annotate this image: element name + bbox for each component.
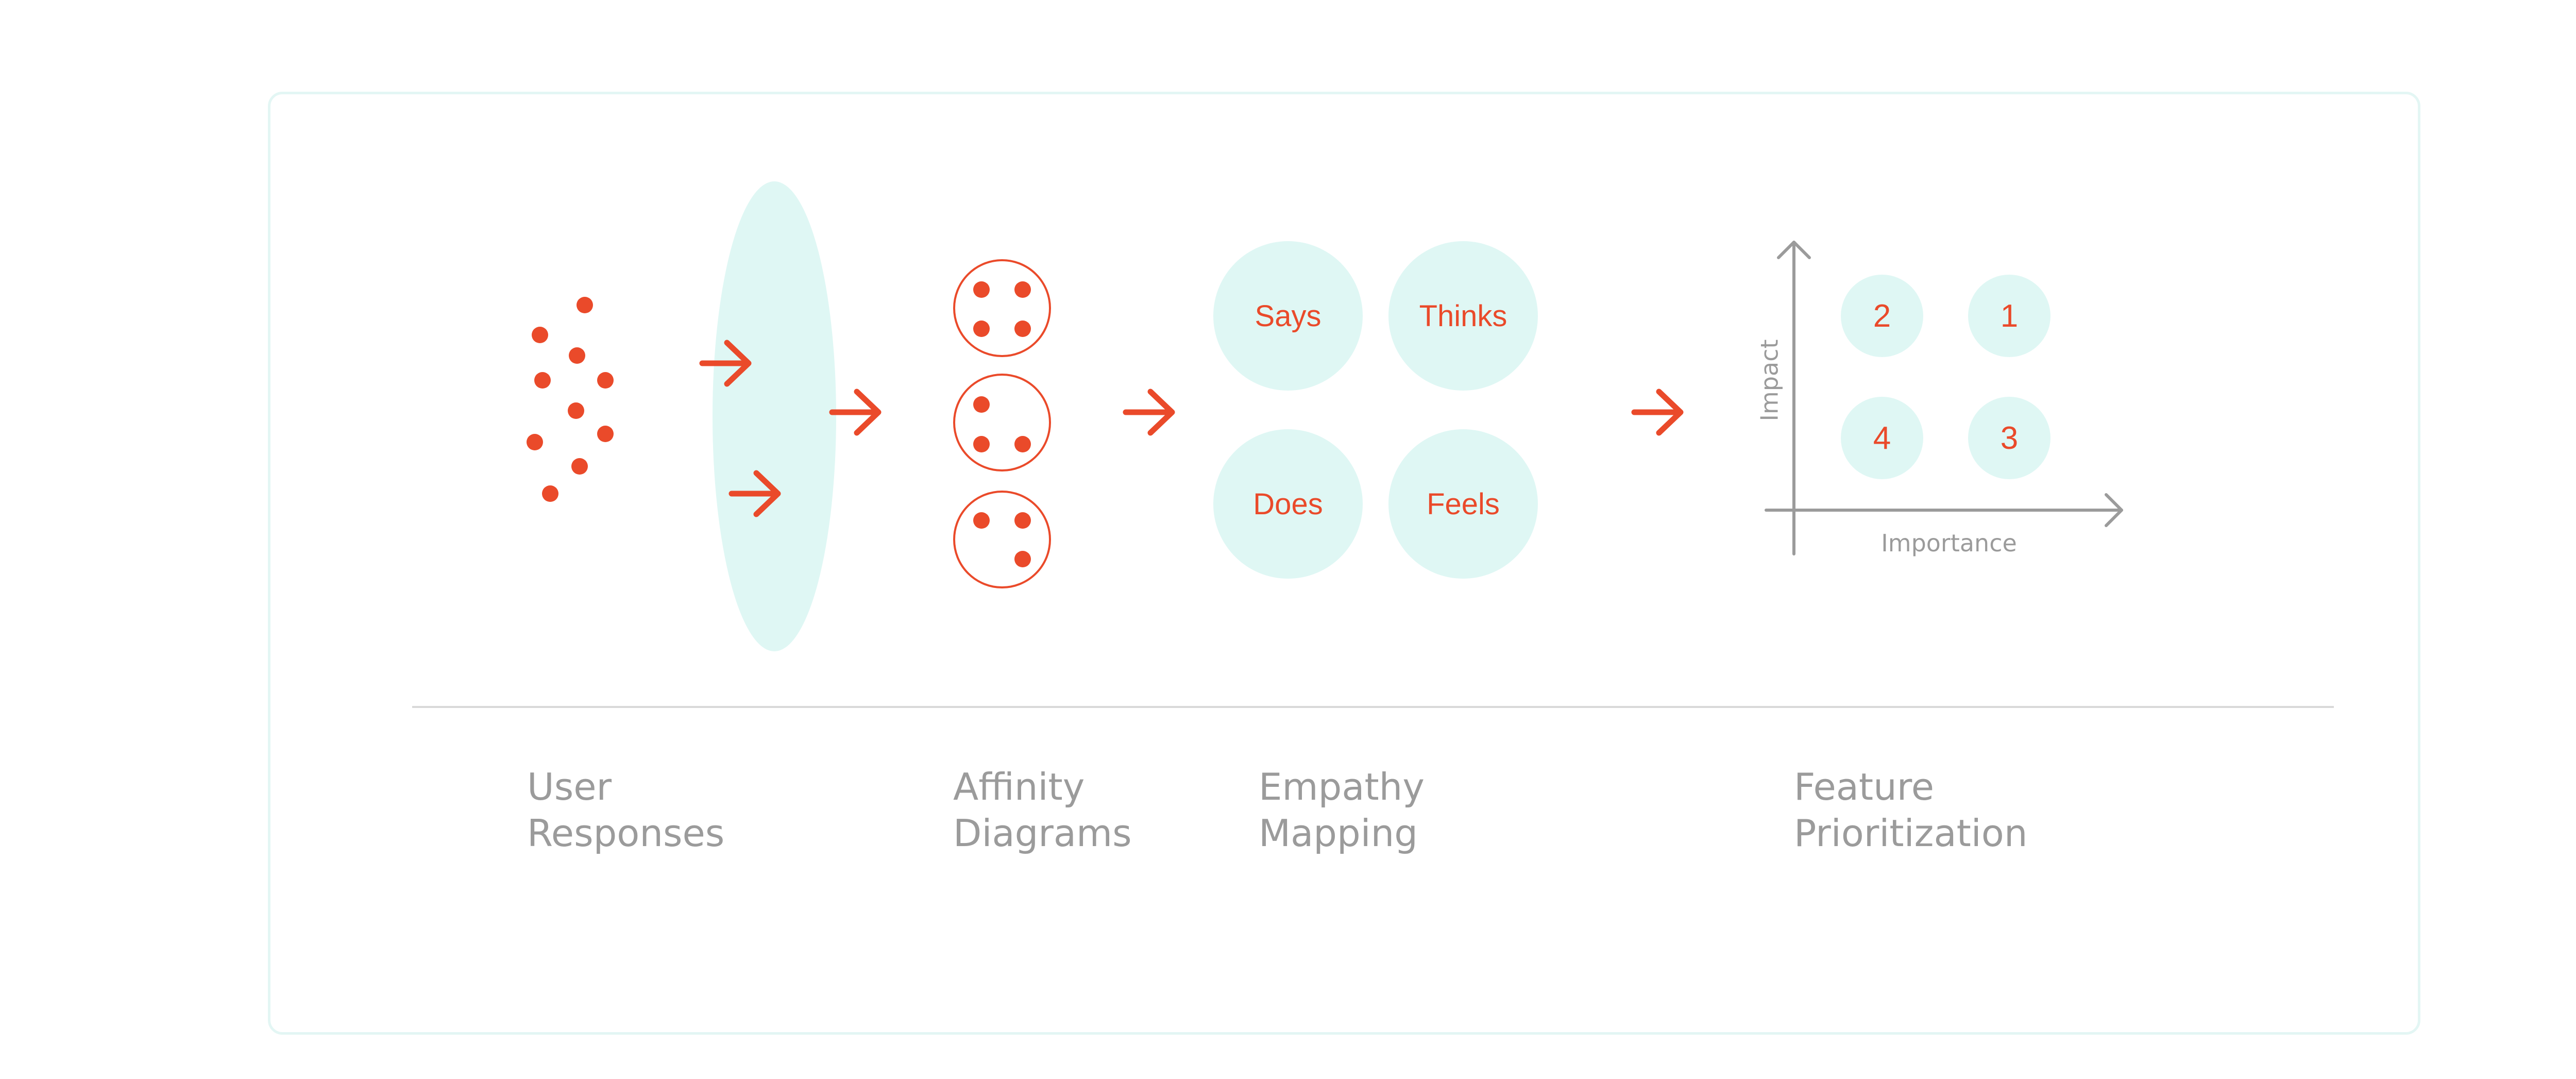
priority-cell-label: 1 bbox=[2001, 298, 2018, 334]
empathy-quadrant bbox=[1213, 241, 1363, 391]
y-axis-arrow-icon bbox=[1777, 241, 1811, 259]
caption-line: Affinity bbox=[953, 765, 1085, 808]
priority-cell-label: 4 bbox=[1873, 420, 1891, 456]
empathy-quadrant bbox=[1388, 429, 1538, 579]
affinity-cluster bbox=[953, 374, 1051, 471]
caption-line: Prioritization bbox=[1794, 812, 2028, 855]
caption-line: Feature bbox=[1794, 765, 1935, 808]
empathy-quadrant bbox=[1388, 241, 1538, 391]
priority-cell bbox=[1968, 397, 2050, 479]
caption-line: Diagrams bbox=[953, 812, 1132, 855]
empathy-label-thinks: Thinks bbox=[1419, 299, 1507, 333]
priority-cell bbox=[1841, 275, 1923, 357]
empathy-map: Says Thinks Does Feels bbox=[1213, 241, 1538, 579]
caption-line: User bbox=[527, 765, 612, 808]
filter-lens bbox=[713, 181, 836, 651]
y-axis-label: Impact bbox=[1756, 339, 1784, 421]
priority-cell bbox=[1841, 397, 1923, 479]
priority-cell-label: 2 bbox=[1873, 298, 1891, 334]
stage-caption-feature-prioritization: Feature Prioritization bbox=[1794, 764, 2027, 856]
arrow-right-icon bbox=[832, 392, 878, 433]
caption-line: Responses bbox=[527, 812, 725, 855]
empathy-label-does: Does bbox=[1253, 487, 1323, 521]
stage-caption-affinity-diagrams: Affinity Diagrams bbox=[953, 764, 1132, 856]
affinity-cluster bbox=[953, 491, 1051, 588]
prioritization-matrix: Impact Importance 2 1 4 3 bbox=[1756, 241, 2123, 557]
affinity-cluster bbox=[953, 259, 1051, 357]
caption-line: Mapping bbox=[1259, 812, 1418, 855]
empathy-label-says: Says bbox=[1255, 299, 1321, 333]
stage-caption-user-responses: User Responses bbox=[527, 764, 724, 856]
user-responses-dots bbox=[527, 297, 614, 502]
empathy-quadrant bbox=[1213, 429, 1363, 579]
diagram-card bbox=[268, 92, 2420, 1035]
arrow-right-icon bbox=[1634, 392, 1681, 433]
x-axis-arrow-icon bbox=[2105, 493, 2123, 527]
arrow-right-icon bbox=[1126, 392, 1172, 433]
empathy-label-feels: Feels bbox=[1427, 487, 1500, 521]
priority-cell bbox=[1968, 275, 2050, 357]
x-axis-label: Importance bbox=[1881, 529, 2017, 557]
priority-cell-label: 3 bbox=[2001, 420, 2018, 456]
caption-line: Empathy bbox=[1259, 765, 1425, 808]
stage-caption-empathy-mapping: Empathy Mapping bbox=[1259, 764, 1425, 856]
